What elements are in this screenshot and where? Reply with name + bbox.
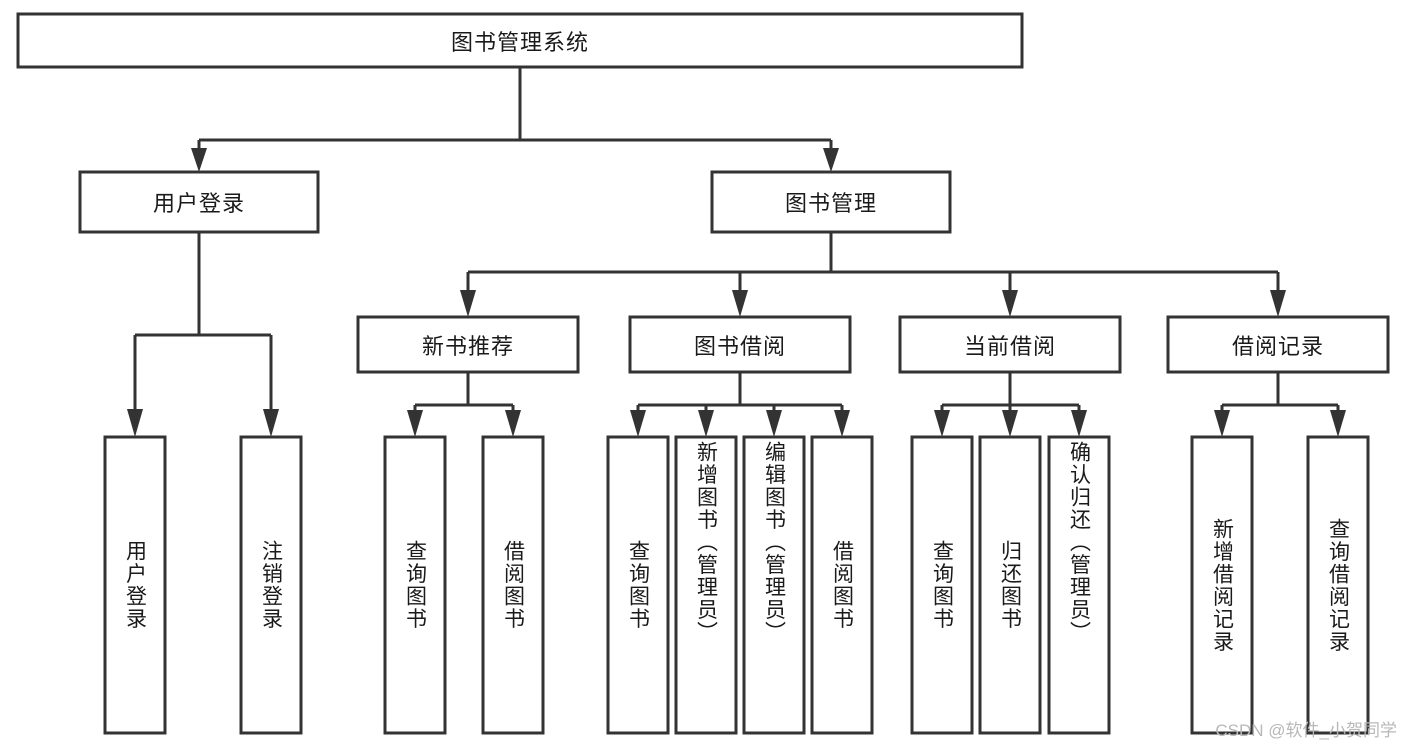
- node-box-leaf-query-book-1[interactable]: [383, 435, 447, 735]
- arrow-head-leaf-confirm-return: [1071, 410, 1087, 437]
- node-box-leaf-query-book-2[interactable]: [606, 435, 670, 735]
- connector-book-manage-to-level3: [460, 232, 1286, 317]
- node-box-new-book-recommend[interactable]: [356, 315, 580, 374]
- arrow-head-leaf-query-book-3: [934, 410, 950, 437]
- node-box-borrow-record[interactable]: [1166, 315, 1390, 374]
- csdn-watermark: CSDN @软件_小贺同学: [1215, 721, 1397, 740]
- node-box-root[interactable]: [16, 12, 1024, 69]
- node-box-leaf-confirm-return[interactable]: [1047, 435, 1111, 735]
- node-box-book-manage[interactable]: [710, 170, 952, 234]
- connector-book-borrow-to-leaves: [630, 372, 850, 437]
- connector-current-borrow-to-leaves: [934, 372, 1087, 437]
- arrow-head-borrow-record: [1270, 290, 1286, 317]
- arrow-head-new-book-recommend: [460, 290, 476, 317]
- node-box-leaf-add-book[interactable]: [674, 435, 738, 735]
- arrow-head-leaf-edit-book: [766, 410, 782, 437]
- arrow-head-leaf-query-borrow-record: [1330, 410, 1346, 437]
- arrow-head-leaf-borrow-book-2: [834, 410, 850, 437]
- arrow-head-leaf-query-book-2: [630, 410, 646, 437]
- node-box-user-login[interactable]: [78, 170, 320, 234]
- node-box-leaf-query-borrow-record[interactable]: [1306, 435, 1370, 735]
- connector-user-login-to-leaves: [127, 232, 279, 437]
- node-box-leaf-add-borrow-record[interactable]: [1190, 435, 1254, 735]
- node-box-current-borrow[interactable]: [898, 315, 1122, 374]
- arrow-head-current-borrow: [1002, 290, 1018, 317]
- node-box-leaf-return-book[interactable]: [978, 435, 1042, 735]
- node-box-book-borrow[interactable]: [628, 315, 852, 374]
- node-box-leaf-borrow-book-2[interactable]: [810, 435, 874, 735]
- node-box-leaf-query-book-3[interactable]: [910, 435, 974, 735]
- arrow-head-book-manage: [823, 148, 839, 172]
- connector-borrow-record-to-leaves: [1214, 372, 1346, 437]
- connector-new-book-recommend-to-leaves: [407, 372, 521, 437]
- arrow-head-book-borrow: [732, 290, 748, 317]
- arrow-head-leaf-add-book: [698, 410, 714, 437]
- arrow-head-leaf-add-borrow-record: [1214, 410, 1230, 437]
- node-box-leaf-edit-book[interactable]: [742, 435, 806, 735]
- arrow-head-leaf-user-login: [127, 409, 143, 437]
- connector-root-to-level2: [191, 67, 839, 172]
- arrow-head-leaf-query-book-1: [407, 410, 423, 437]
- node-box-leaf-user-login[interactable]: [103, 435, 167, 735]
- arrow-head-leaf-borrow-book-1: [505, 410, 521, 437]
- node-box-leaf-logout-login[interactable]: [239, 435, 303, 735]
- node-box-leaf-borrow-book-1[interactable]: [481, 435, 545, 735]
- arrow-head-leaf-logout-login: [263, 409, 279, 437]
- arrow-head-leaf-return-book: [1002, 410, 1018, 437]
- arrow-head-user-login: [191, 148, 207, 172]
